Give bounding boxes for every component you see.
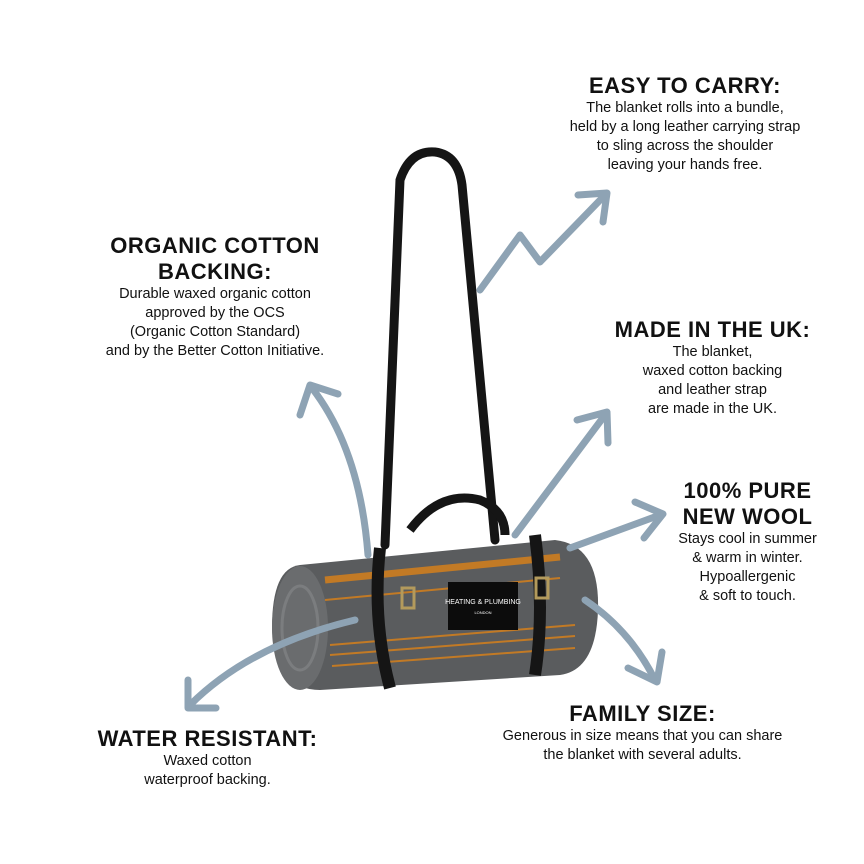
feature-text: & soft to touch. <box>699 588 796 604</box>
feature-easy-to-carry: EASY TO CARRY: The blanket rolls into a … <box>520 73 850 175</box>
feature-organic-cotton: ORGANIC COTTON BACKING: Durable waxed or… <box>60 233 370 361</box>
feature-pure-wool: 100% PURE NEW WOOL Stays cool in summer … <box>655 478 840 606</box>
feature-title: EASY TO CARRY: <box>589 73 781 98</box>
arrow-carry <box>476 191 609 294</box>
feature-text: and by the Better Cotton Initiative. <box>105 343 325 359</box>
feature-title: MADE IN THE UK: <box>614 317 811 342</box>
leather-strap <box>380 147 500 550</box>
feature-text: The blanket rolls into a bundle, <box>586 100 784 116</box>
arrow-water <box>186 616 359 709</box>
arrows <box>184 189 667 712</box>
feature-text: the blanket with several adults. <box>543 747 742 763</box>
feature-text: waxed cotton backing <box>642 363 783 379</box>
feature-text: (Organic Cotton Standard) <box>129 324 301 340</box>
feature-text: leaving your hands free. <box>607 157 763 173</box>
feature-text: The blanket, <box>672 344 753 360</box>
arrow-cotton <box>308 384 372 559</box>
arrow-family <box>581 596 659 684</box>
feature-text: Stays cool in summer <box>678 531 817 547</box>
feature-title: 100% PURE <box>683 478 812 503</box>
feature-text: Waxed cotton <box>163 753 252 769</box>
feature-text: waterproof backing. <box>144 772 271 788</box>
brand-label: HEATING & PLUMBING <box>445 599 521 606</box>
feature-title: BACKING: <box>158 259 272 284</box>
feature-title: FAMILY SIZE: <box>569 701 716 726</box>
feature-water-resistant: WATER RESISTANT: Waxed cotton waterproof… <box>80 726 335 790</box>
arrow-uk <box>511 411 609 539</box>
feature-text: held by a long leather carrying strap <box>569 119 801 135</box>
feature-text: are made in the UK. <box>648 401 777 417</box>
feature-made-in-uk: MADE IN THE UK: The blanket, waxed cotto… <box>595 317 830 419</box>
arrow-wool <box>566 511 664 552</box>
feature-text: and leather strap <box>658 382 767 398</box>
brand-sub-label: LONDON <box>474 610 491 615</box>
feature-family-size: FAMILY SIZE: Generous in size means that… <box>465 701 820 765</box>
feature-text: to sling across the shoulder <box>596 138 774 154</box>
feature-title: WATER RESISTANT: <box>97 726 318 751</box>
blanket-roll: HEATING & PLUMBING LONDON <box>272 493 599 690</box>
feature-title: ORGANIC COTTON <box>110 233 320 258</box>
feature-title: NEW WOOL <box>682 504 813 529</box>
feature-text: Hypoallergenic <box>699 569 796 585</box>
feature-text: Generous in size means that you can shar… <box>502 728 783 744</box>
feature-text: Durable waxed organic cotton <box>119 286 311 302</box>
feature-text: approved by the OCS <box>145 305 285 321</box>
feature-text: & warm in winter. <box>692 550 803 566</box>
